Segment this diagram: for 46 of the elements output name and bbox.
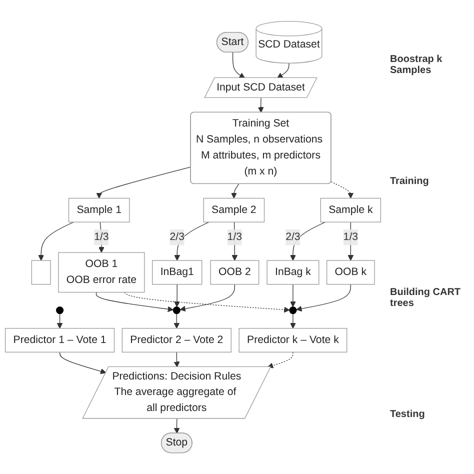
node-circle bbox=[56, 306, 64, 314]
arrow bbox=[96, 292, 174, 312]
arrow bbox=[174, 284, 180, 308]
node-circle bbox=[289, 306, 297, 314]
side-note: Testing bbox=[390, 409, 426, 420]
node-box: Sample k bbox=[320, 198, 382, 222]
node-box: Sample 2 bbox=[203, 198, 265, 222]
arrow bbox=[59, 352, 106, 374]
arrow bbox=[174, 313, 180, 329]
arrow bbox=[290, 313, 296, 329]
side-note: Boostrap k Samples bbox=[390, 54, 444, 76]
node-box: Predictor 2 – Vote 2 bbox=[122, 328, 232, 352]
side-note: Building CART trees bbox=[390, 287, 462, 309]
arrow bbox=[180, 284, 235, 312]
arrow bbox=[290, 222, 326, 261]
edge-label: 1/3 bbox=[94, 231, 109, 243]
arrow bbox=[296, 284, 351, 312]
edge-label: 1/3 bbox=[343, 231, 358, 243]
edge-label: 2/3 bbox=[286, 231, 300, 243]
arrow bbox=[56, 313, 63, 329]
arrow bbox=[231, 184, 240, 198]
arrow bbox=[174, 418, 180, 434]
arrow bbox=[290, 284, 296, 308]
node-box: OOB 2 bbox=[210, 260, 260, 285]
node-box: OOB 1 OOB error rate bbox=[58, 252, 145, 293]
arrow bbox=[258, 98, 264, 113]
edge-label: 1/3 bbox=[227, 231, 242, 243]
arrow bbox=[174, 222, 210, 261]
node-box: InBag k bbox=[266, 260, 320, 285]
node-box: Predictor 1 – Vote 1 bbox=[4, 328, 115, 352]
edge-label: 2/3 bbox=[170, 231, 184, 243]
node-box bbox=[31, 260, 51, 285]
node-box: Predictor k – Vote k bbox=[238, 328, 348, 352]
arrow bbox=[267, 352, 294, 368]
arrow bbox=[38, 222, 74, 261]
node-box: OOB k bbox=[326, 260, 375, 285]
arrow bbox=[232, 52, 246, 78]
node-box: Sample 1 bbox=[68, 198, 130, 222]
node-box: InBag1 bbox=[152, 260, 202, 285]
arrow bbox=[277, 62, 290, 78]
side-note: Training bbox=[390, 176, 430, 187]
arrow bbox=[124, 292, 290, 313]
arrow bbox=[330, 181, 354, 198]
arrow bbox=[174, 352, 180, 368]
arrow bbox=[96, 166, 192, 198]
node-circle bbox=[172, 306, 180, 314]
